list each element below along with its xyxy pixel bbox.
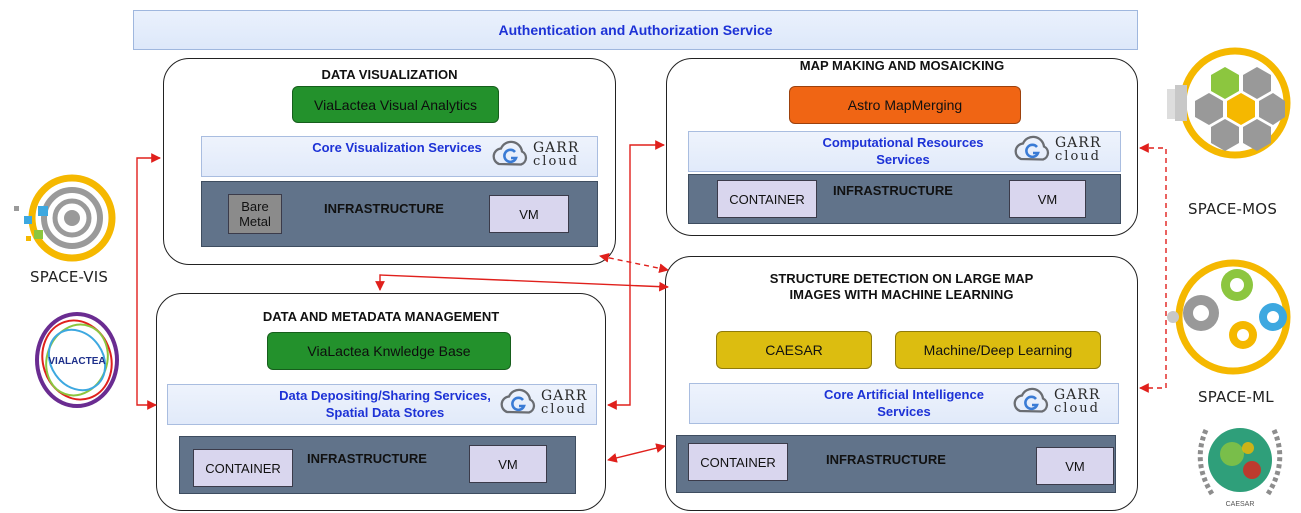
garr-text: GARR cloud [541,388,588,417]
container-chip[interactable]: CONTAINER [717,180,817,218]
garr-cloud-icon [492,140,528,166]
garr-cloud-logo: GARR cloud [497,387,587,419]
app-label: CAESAR [765,342,823,358]
machine-deep-learning-box[interactable]: Machine/Deep Learning [895,331,1101,369]
garr-cloud-icon [500,388,536,414]
garr-text: GARR cloud [1054,387,1101,416]
vm-chip[interactable]: VM [469,445,547,483]
caesar-box[interactable]: CAESAR [716,331,872,369]
auth-service-label: Authentication and Authorization Service [498,22,773,38]
infrastructure-label: INFRASTRUCTURE [826,452,946,467]
infrastructure-label: INFRASTRUCTURE [324,201,444,216]
bare-metal-chip[interactable]: Bare Metal [228,194,282,234]
space-vis-logo [14,174,116,262]
vialactea-visual-analytics-box[interactable]: ViaLactea Visual Analytics [292,86,499,123]
panel-data-metadata-management: DATA AND METADATA MANAGEMENT ViaLactea K… [156,293,606,511]
arrow-infra-link [607,443,666,463]
app-label: Astro MapMerging [847,97,963,113]
core-visualization-services-box [201,136,598,177]
panel-title: STRUCTURE DETECTION ON LARGE MAP IMAGES … [769,271,1034,302]
container-chip[interactable]: CONTAINER [688,443,788,481]
app-label: Machine/Deep Learning [923,342,1073,358]
panel-data-visualization: DATA VISUALIZATION ViaLactea Visual Anal… [163,58,616,265]
panel-structure-detection: STRUCTURE DETECTION ON LARGE MAP IMAGES … [665,256,1138,511]
caesar-logo: CAESAR [1197,428,1283,508]
space-ml-logo [1167,259,1291,375]
vialactea-logo: VIALACTEA [35,312,119,408]
caesar-logo-text: CAESAR [1226,501,1255,508]
service-label: Data Depositing/Sharing Services, Spatia… [279,388,491,420]
service-label: Core Artificial Intelligence Services [824,387,984,419]
garr-cloud-logo: GARR cloud [1010,386,1100,418]
arrow-viz-to-structure-dashed [599,252,669,274]
infrastructure-label: INFRASTRUCTURE [307,451,427,466]
space-ml-label: SPACE-ML [1198,388,1274,406]
arrow-mgmt-to-structure [375,274,669,292]
container-chip[interactable]: CONTAINER [193,449,293,487]
auth-service-bar: Authentication and Authorization Service [133,10,1138,50]
app-label: ViaLactea Knwledge Base [307,343,471,359]
panel-title: DATA AND METADATA MANAGEMENT [262,309,500,324]
garr-cloud-icon [1014,135,1050,161]
panel-map-making: MAP MAKING AND MOSAICKING Astro MapMergi… [666,58,1138,236]
app-label: ViaLactea Visual Analytics [314,96,477,113]
service-label: Core Visualization Services [312,140,482,155]
garr-cloud-icon [1013,387,1049,413]
space-mos-label: SPACE-MOS [1188,200,1278,218]
vm-chip[interactable]: VM [1009,180,1086,218]
arrow-map-to-mgmt [607,140,665,410]
vialactea-logo-text: VIALACTEA [48,356,105,367]
panel-title: MAP MAKING AND MOSAICKING [799,58,1005,73]
vm-chip[interactable]: VM [489,195,569,233]
space-mos-logo [1167,47,1291,159]
arrow-right-dashed-bracket [1139,143,1167,393]
astro-mapmerging-box[interactable]: Astro MapMerging [789,86,1021,124]
garr-cloud-logo: GARR cloud [489,139,579,171]
vm-chip[interactable]: VM [1036,447,1114,485]
arrow-vis-bracket [136,153,161,410]
garr-cloud-logo: GARR cloud [1011,134,1101,166]
vialactea-knowledge-base-box[interactable]: ViaLactea Knwledge Base [267,332,511,370]
garr-text: GARR cloud [533,140,580,169]
garr-text: GARR cloud [1055,135,1102,164]
panel-title: DATA VISUALIZATION [321,67,458,82]
infrastructure-label: INFRASTRUCTURE [833,183,953,198]
service-label: Computational Resources Services [822,135,984,167]
space-vis-label: SPACE-VIS [30,268,109,286]
